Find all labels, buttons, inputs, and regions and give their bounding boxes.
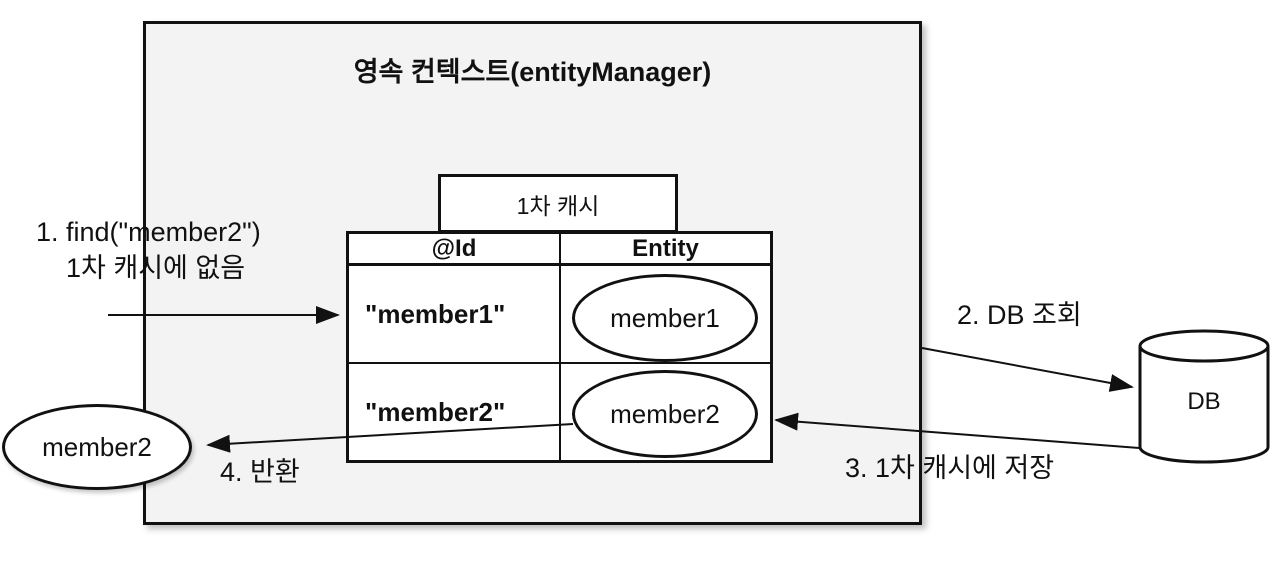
returned-entity-ellipse: member2 <box>2 404 192 490</box>
entity-ellipse-member2: member2 <box>572 370 758 458</box>
step4-label: 4. 반환 <box>220 457 300 487</box>
table-header-id: @Id <box>349 234 561 266</box>
entity-ellipse-member1-label: member1 <box>610 302 720 333</box>
table-row-entity-cell-member1 <box>561 266 770 364</box>
first-level-cache-label-box: 1차 캐시 <box>438 174 678 233</box>
step2-label: 2. DB 조회 <box>957 300 1082 330</box>
returned-entity-label: member2 <box>42 431 152 462</box>
step1-annotation: 1. find("member2") 1차 캐시에 없음 <box>36 214 261 286</box>
step3-label: 3. 1차 캐시에 저장 <box>845 453 1055 483</box>
table-header-entity: Entity <box>561 234 770 266</box>
arrow-step2-db-query <box>921 347 1134 392</box>
table-row-id-member2: "member2" <box>349 364 561 460</box>
step1-label: 1. find("member2") <box>36 217 261 247</box>
step1-sublabel: 1차 캐시에 없음 <box>66 253 246 283</box>
persistence-context-title: 영속 컨텍스트(entityManager) <box>353 57 712 87</box>
entity-ellipse-member1: member1 <box>572 274 758 362</box>
first-level-cache-label: 1차 캐시 <box>516 192 600 219</box>
table-row-id-member1: "member1" <box>349 266 561 364</box>
context-box-border-segment <box>143 212 146 298</box>
entity-ellipse-member2-label: member2 <box>610 398 720 429</box>
db-label: DB <box>1187 388 1221 415</box>
